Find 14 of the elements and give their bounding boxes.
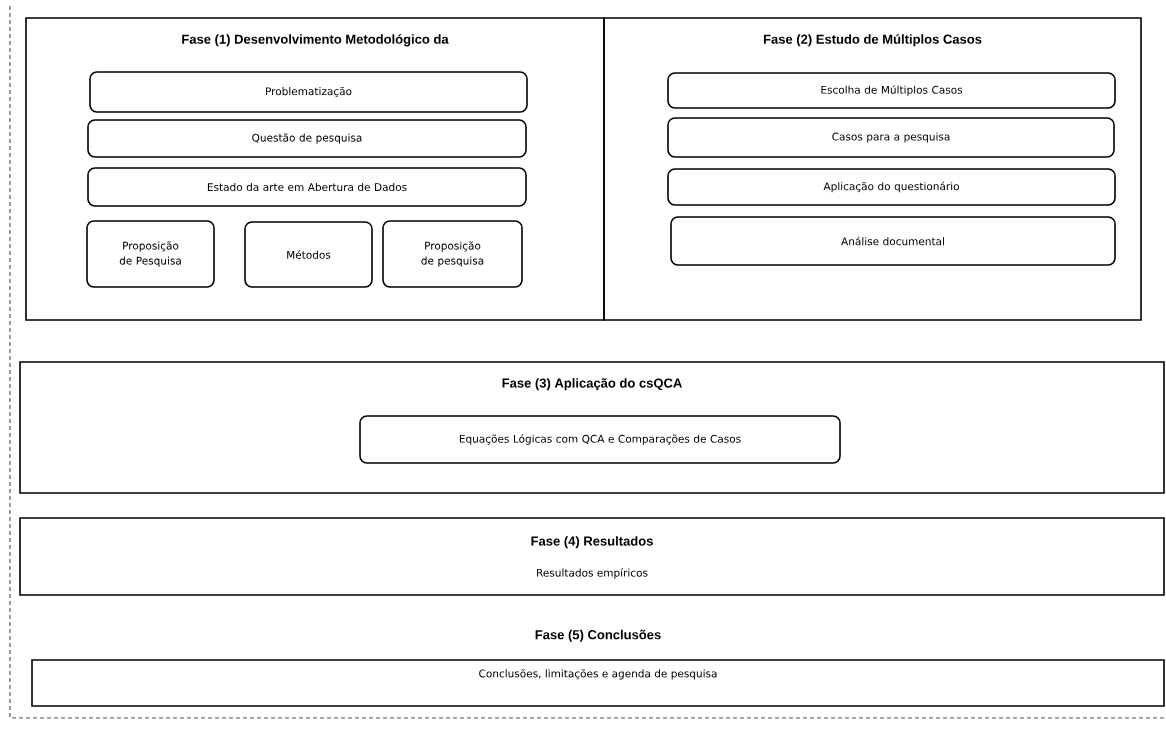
step-box: Proposição de Pesquisa (86, 220, 215, 288)
step-box: Métodos (244, 221, 373, 288)
phase-box: Fase (4) Resultados Resultados empíricos (19, 517, 1165, 596)
phase-box: Fase (5) Conclusões Conclusões, limitações e agenda de pesquisa (31, 629, 1165, 707)
step-box: Equações Lógicas com QCA e Comparações de Casos (359, 415, 841, 464)
step-box: Casos para a pesquisa (667, 117, 1115, 158)
node-label: Fase (5) Conclusões (535, 629, 661, 642)
step-box: Estado da arte em Abertura de Dados (87, 167, 527, 207)
step-box: Proposição de pesquisa (382, 220, 523, 288)
step-box: Questão de pesquisa (87, 119, 527, 158)
step-box: Escolha de Múltiplos Casos (667, 72, 1116, 109)
step-box: Análise documental (670, 216, 1116, 266)
step-box: Problematização (89, 71, 528, 113)
step-box: Aplicação do questionário (667, 168, 1116, 206)
